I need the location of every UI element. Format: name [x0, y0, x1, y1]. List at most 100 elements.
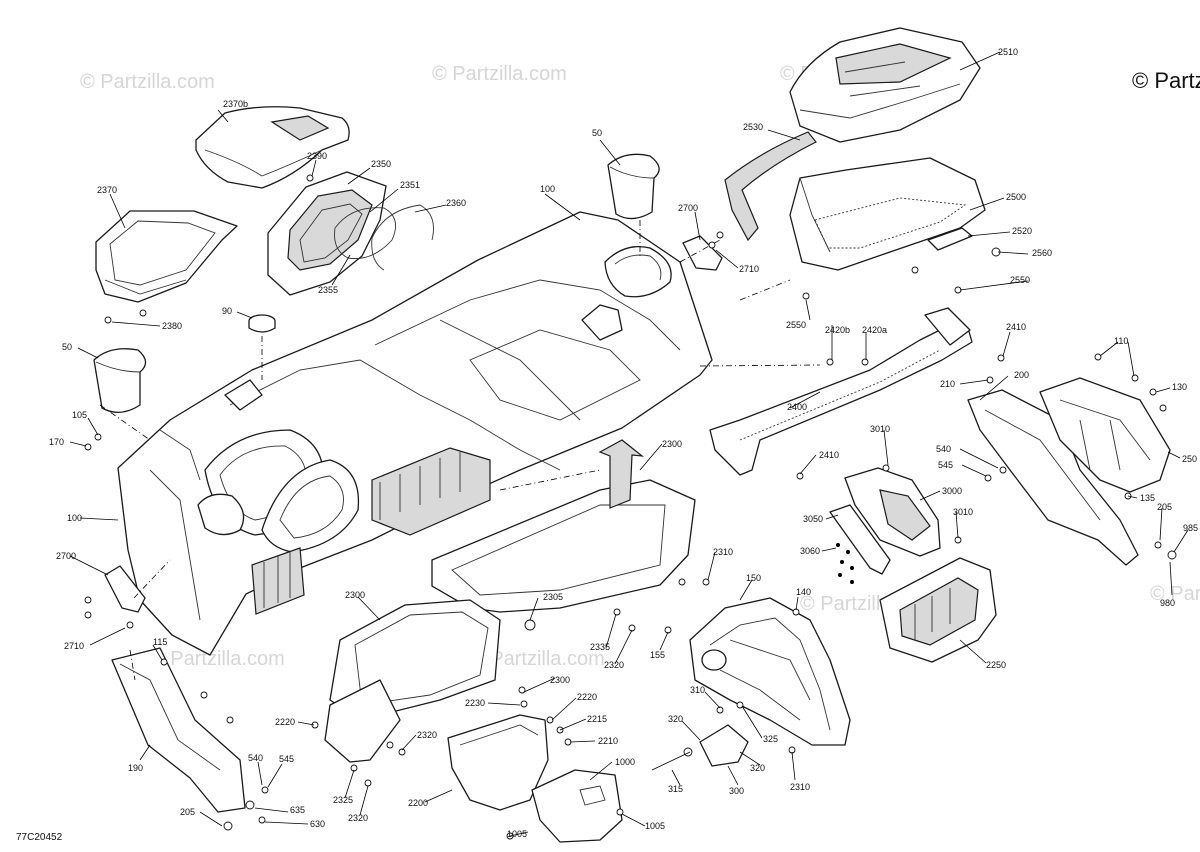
part-2530-strap: [724, 131, 817, 242]
part-number-label: 3010: [953, 507, 973, 517]
part-number-label: 3000: [942, 486, 962, 496]
part-number-label: 150: [746, 573, 761, 583]
watermark-text: © Partzilla.com: [432, 63, 567, 85]
part-number-label: 135: [1140, 493, 1155, 503]
part-number-label: 1005: [645, 821, 665, 831]
watermark-text: © Partzilla.com: [80, 71, 215, 93]
part-2350-bezel: [267, 171, 387, 296]
part-1000-bin: [531, 769, 623, 843]
part-number-label: 210: [940, 379, 955, 389]
part-number-label: 2220: [577, 692, 597, 702]
part-number-label: 155: [650, 650, 665, 660]
part-100-dashboard: [117, 211, 713, 656]
part-2510-lid: [789, 27, 981, 143]
part-number-label: 2370b: [223, 99, 248, 109]
part-number-label: 540: [248, 753, 263, 763]
part-number-label: 2220: [275, 717, 295, 727]
part-number-label: 2390: [307, 151, 327, 161]
part-number-label: 2550: [1010, 275, 1030, 285]
part-number-label: 1000: [615, 757, 635, 767]
part-number-label: 2360: [446, 198, 466, 208]
watermark-text: © Partzilla.com: [1150, 583, 1200, 605]
part-number-label: 2380: [162, 321, 182, 331]
part-3000-bracket: [844, 467, 941, 557]
part-50-cupholder-right: [607, 153, 660, 220]
part-number-label: 540: [936, 444, 951, 454]
part-150-console: [689, 597, 851, 746]
diagram-code: 77C20452: [16, 832, 63, 843]
part-number-label: 2310: [790, 782, 810, 792]
part-number-label: 2320: [417, 730, 437, 740]
part-number-label: 3060: [800, 546, 820, 556]
part-number-label: 2310: [713, 547, 733, 557]
part-number-label: 200: [1014, 370, 1029, 380]
part-number-label: 2320: [604, 660, 624, 670]
assembly-centerlines: [99, 220, 821, 681]
part-number-label: 2355: [318, 285, 338, 295]
part-number-label: 2370: [97, 185, 117, 195]
part-number-label: 100: [540, 184, 555, 194]
part-90-cap: [248, 314, 276, 333]
part-number-label: 2500: [1006, 192, 1026, 202]
part-number-label: 320: [750, 763, 765, 773]
part-2351-frame: [334, 207, 397, 260]
part-number-label: 325: [763, 734, 778, 744]
part-3060-rivets: [836, 543, 854, 584]
part-2370b-cover: [195, 106, 350, 189]
part-number-label: 2351: [400, 180, 420, 190]
part-number-label: 315: [668, 784, 683, 794]
part-number-label: 130: [1172, 382, 1187, 392]
part-2700-vent-left: [104, 565, 146, 613]
part-number-label: 2710: [739, 264, 759, 274]
part-number-label: 50: [592, 128, 602, 138]
part-number-label: 2300: [345, 590, 365, 600]
part-2360-bracket: [371, 204, 434, 271]
part-number-label: 1005: [507, 829, 527, 839]
part-number-label: 2700: [678, 203, 698, 213]
part-number-label: 115: [153, 637, 167, 647]
part-number-label: 250: [1182, 454, 1197, 464]
part-number-label: 2400: [787, 402, 807, 412]
part-2300-glovebox: [324, 599, 501, 763]
part-number-label: 2215: [587, 714, 607, 724]
part-number-label: 2200: [408, 798, 428, 808]
part-number-label: 2305: [543, 592, 563, 602]
part-number-label: 2420a: [862, 325, 887, 335]
part-number-label: 50: [62, 342, 72, 352]
part-number-label: 2520: [1012, 226, 1032, 236]
part-2370-tray: [95, 210, 238, 303]
part-number-label: 320: [668, 714, 683, 724]
part-number-label: 635: [290, 805, 305, 815]
part-number-label: 2410: [819, 450, 839, 460]
copyright-text: © Partzilla.com: [1132, 68, 1200, 93]
part-number-label: 2250: [986, 660, 1006, 670]
part-number-label: 2320: [348, 813, 368, 823]
part-number-label: 310: [690, 685, 705, 695]
part-number-label: 3010: [870, 424, 890, 434]
part-number-label: 2335: [590, 642, 610, 652]
part-number-label: 545: [938, 460, 953, 470]
part-2500-bin: [789, 157, 986, 271]
part-number-label: 2530: [743, 122, 763, 132]
part-number-label: 205: [180, 807, 195, 817]
part-50-cupholder-left: [93, 348, 147, 413]
watermark-text: © Partzilla.com: [150, 648, 285, 670]
part-number-label: 205: [1157, 502, 1172, 512]
part-number-label: 90: [222, 306, 232, 316]
part-labels: 2370b 2390 2350 2351 2360 2370 2355 2380…: [49, 47, 1198, 839]
part-number-label: 140: [796, 587, 811, 597]
part-3050-clip: [829, 504, 891, 575]
part-number-label: 630: [310, 819, 325, 829]
part-250-vent-right: [1039, 377, 1171, 493]
part-number-label: 2230: [465, 698, 485, 708]
part-number-label: 110: [1114, 336, 1128, 346]
part-number-label: 2420b: [825, 325, 850, 335]
part-number-label: 300: [729, 786, 744, 796]
part-number-label: 2550: [786, 320, 806, 330]
part-2400-crossbar: [709, 307, 973, 476]
part-number-label: 2325: [333, 795, 353, 805]
leader-lines: [69, 51, 1189, 837]
part-number-label: 170: [49, 437, 64, 447]
part-number-label: 2350: [371, 159, 391, 169]
watermark-text: © Partzilla.com: [470, 648, 605, 670]
